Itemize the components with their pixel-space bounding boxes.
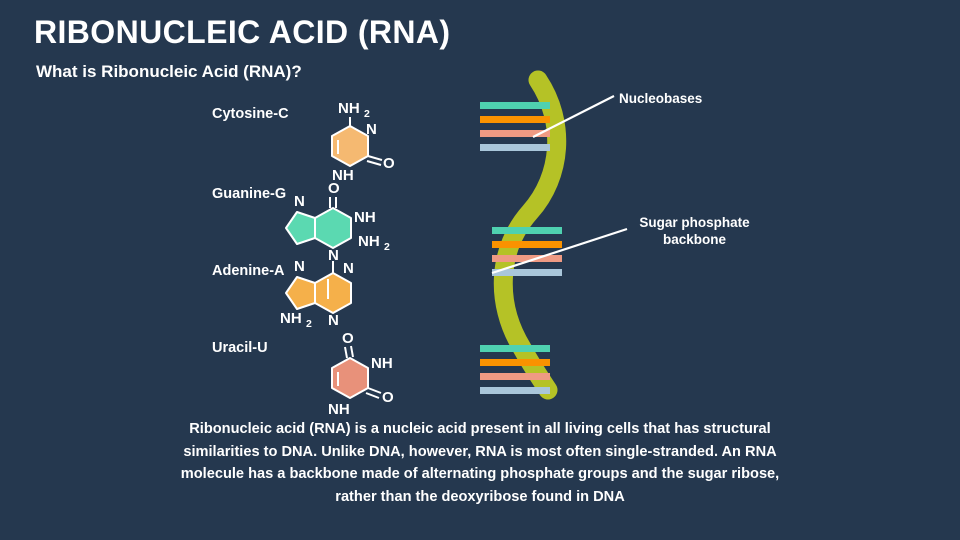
molecule-cytosine: NH 2 N O NH bbox=[331, 100, 395, 184]
rna-strand-graphic bbox=[470, 70, 610, 410]
ring-pyrimidine bbox=[331, 357, 369, 399]
molecule-adenine: N N NH 2 N bbox=[280, 258, 354, 330]
ring-imidazole bbox=[285, 211, 316, 245]
base-row-guanine: Guanine-G O N NH NH 2 N bbox=[200, 178, 450, 268]
atom-sub-2-bottomleft: 2 bbox=[306, 318, 312, 330]
base-label-cytosine: Cytosine-C bbox=[212, 106, 289, 122]
atom-label-n-upper: N bbox=[366, 121, 377, 138]
page-title: RIBONUCLEIC ACID (RNA) bbox=[34, 14, 451, 50]
atom-label-n-bottom: N bbox=[328, 247, 339, 264]
base-label-uracil: Uracil-U bbox=[212, 340, 268, 356]
rung-lightblue bbox=[480, 387, 550, 394]
ring-pyrimidine bbox=[331, 125, 369, 167]
rung-salmon bbox=[480, 130, 550, 137]
atom-label-nh2-right: NH bbox=[358, 233, 380, 250]
atom-label-n-pent: N bbox=[294, 193, 305, 210]
atom-label-nh-bottom: NH bbox=[328, 401, 350, 418]
base-row-cytosine: Cytosine-C NH 2 N O NH bbox=[200, 98, 450, 188]
base-row-adenine: Adenine-A N N NH 2 N bbox=[200, 255, 450, 345]
atom-label-o: O bbox=[383, 155, 395, 172]
atom-label-nh2: NH bbox=[338, 100, 360, 117]
rung-orange bbox=[480, 116, 550, 123]
base-label-adenine: Adenine-A bbox=[212, 263, 285, 279]
atom-label-nh: NH bbox=[332, 167, 354, 184]
ring-pyrimidine-fused bbox=[314, 272, 352, 314]
rung-teal bbox=[480, 102, 550, 109]
rung-orange bbox=[492, 241, 562, 248]
atom-label-n-topleft: N bbox=[294, 258, 305, 275]
atom-sub-2-right: 2 bbox=[384, 241, 390, 253]
atom-label-n-bottom: N bbox=[328, 312, 339, 329]
backbone-ribbon bbox=[493, 70, 567, 400]
callout-label-nucleobases: Nucleobases bbox=[619, 91, 703, 106]
rung-salmon bbox=[492, 255, 562, 262]
base-label-guanine: Guanine-G bbox=[212, 186, 287, 202]
atom-sub-2: 2 bbox=[364, 108, 370, 120]
rung-orange bbox=[480, 359, 550, 366]
callout-label-backbone: Sugar phosphate backbone bbox=[639, 215, 750, 247]
base-row-uracil: Uracil-U O NH O NH bbox=[200, 330, 450, 420]
ring-pyrimidine-fused bbox=[314, 207, 352, 249]
ring-imidazole bbox=[285, 276, 316, 310]
rung-lightblue bbox=[480, 144, 550, 151]
atom-label-o-lower: O bbox=[382, 389, 394, 406]
page-subtitle: What is Ribonucleic Acid (RNA)? bbox=[36, 62, 302, 81]
molecule-guanine: O N NH NH 2 N bbox=[285, 180, 390, 264]
rung-teal bbox=[480, 345, 550, 352]
rna-strand-svg bbox=[480, 70, 567, 400]
molecule-uracil: O NH O NH bbox=[328, 330, 394, 418]
atom-label-nh-right: NH bbox=[354, 209, 376, 226]
rung-salmon bbox=[480, 373, 550, 380]
atom-label-o-top: O bbox=[342, 330, 354, 347]
atom-label-n-topright: N bbox=[343, 260, 354, 277]
body-paragraph: Ribonucleic acid (RNA) is a nucleic acid… bbox=[180, 421, 780, 505]
atom-label-nh-upper: NH bbox=[371, 355, 393, 372]
rung-lightblue bbox=[492, 269, 562, 276]
atom-label-o-top: O bbox=[328, 180, 340, 197]
rung-teal bbox=[492, 227, 562, 234]
atom-label-nh2-bottomleft: NH bbox=[280, 310, 302, 327]
